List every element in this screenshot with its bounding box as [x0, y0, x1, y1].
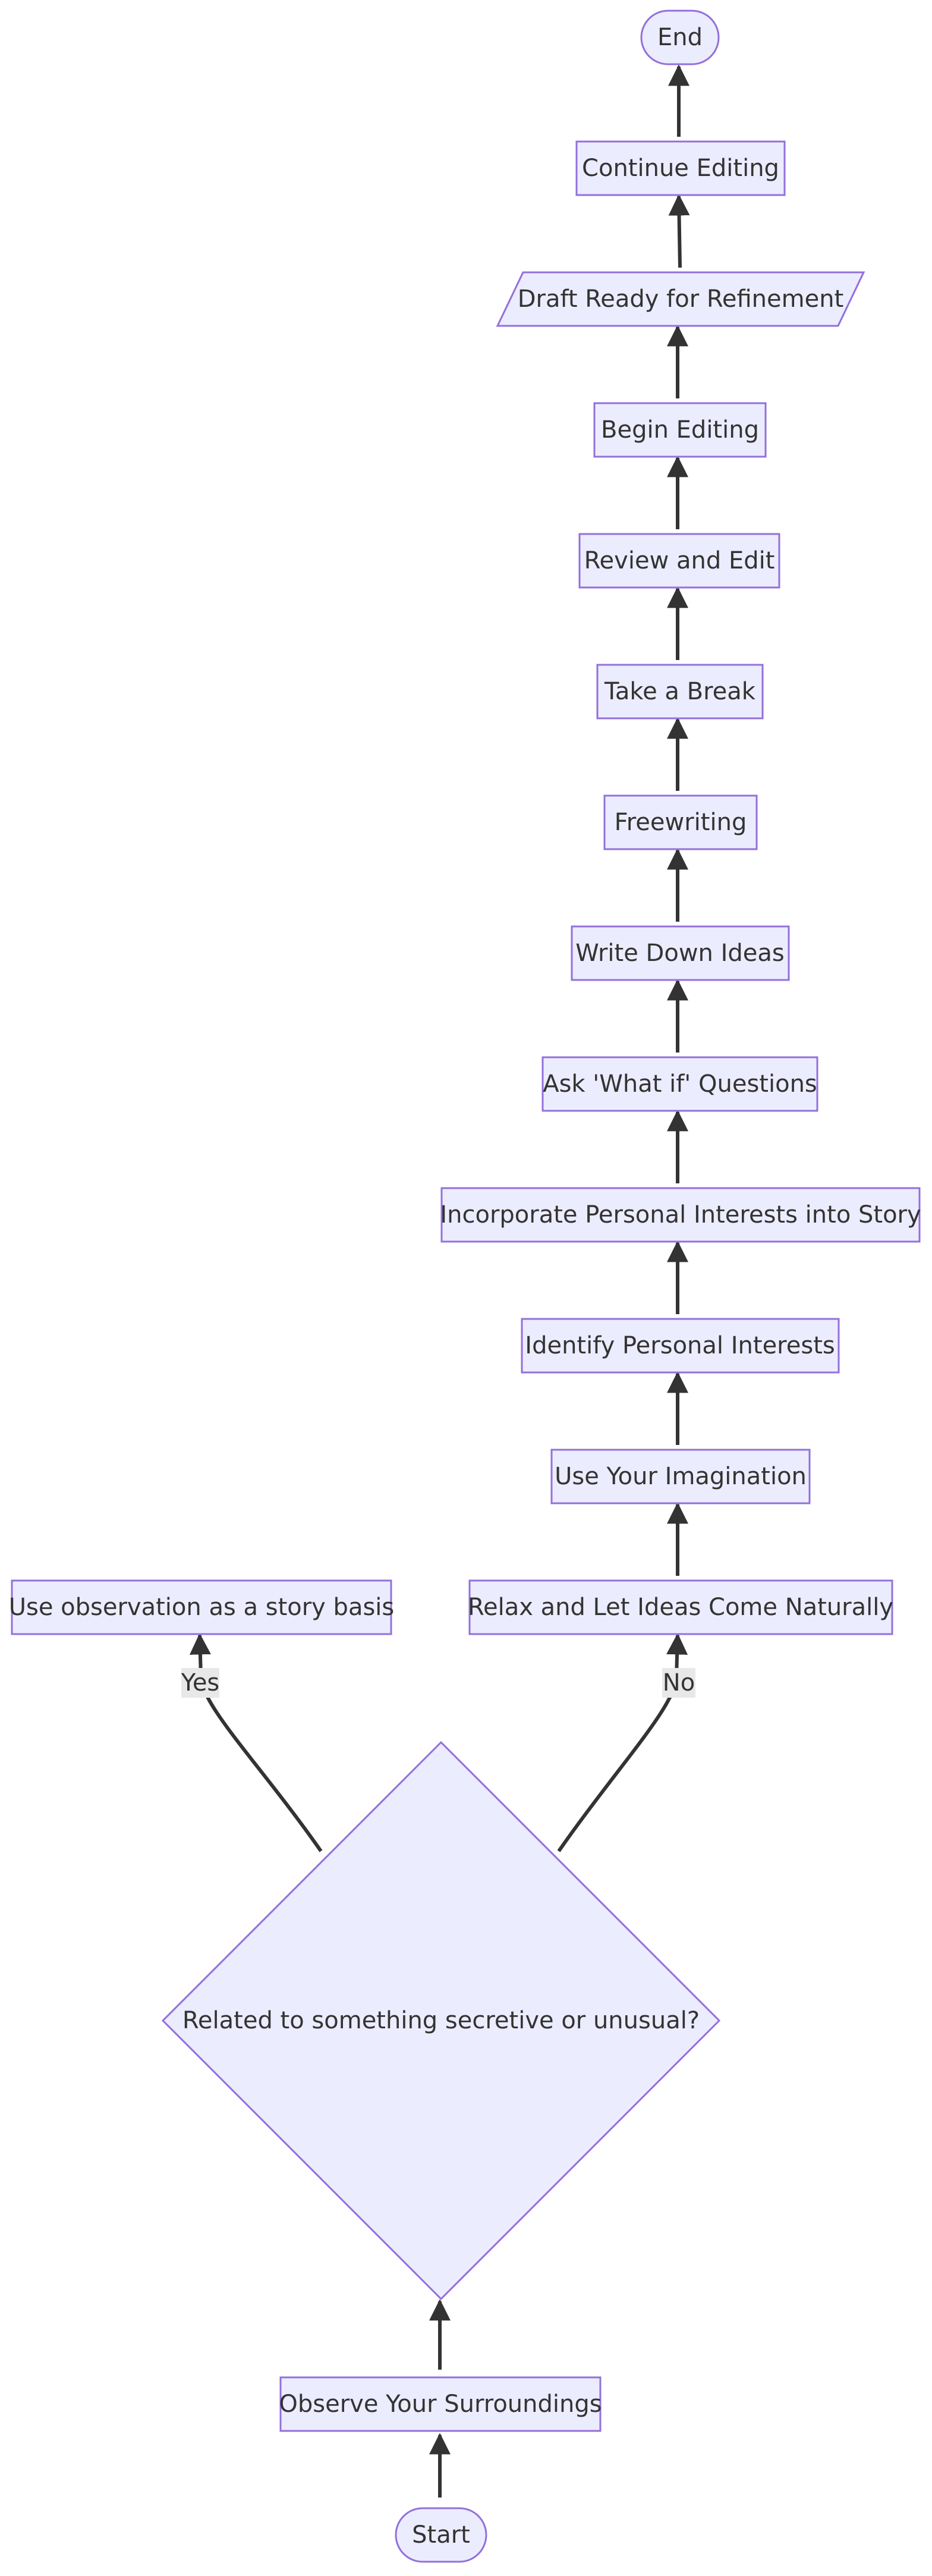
- edges: [189, 64, 690, 2498]
- node-identify: Identify Personal Interests: [521, 1318, 840, 1374]
- node-start: Start: [395, 2507, 487, 2563]
- node-decision: Related to something secretive or unusua…: [161, 1741, 721, 2301]
- node-begin-editing: Begin Editing: [593, 402, 767, 458]
- node-draft-ready: Draft Ready for Refinement: [496, 271, 865, 327]
- svg-text:Incorporate Personal Interests: Incorporate Personal Interests into Stor…: [440, 1201, 921, 1229]
- node-review-edit: Review and Edit: [578, 533, 780, 589]
- node-continue-editing: Continue Editing: [575, 140, 786, 196]
- svg-text:End: End: [657, 24, 703, 51]
- node-use-observation: Use observation as a story basis: [9, 1579, 395, 1635]
- svg-text:Continue Editing: Continue Editing: [582, 155, 779, 182]
- node-freewriting: Freewriting: [603, 794, 758, 850]
- node-end: End: [640, 10, 720, 65]
- edge-decision-no: [557, 1633, 688, 1852]
- node-relax: Relax and Let Ideas Come Naturally: [468, 1579, 893, 1635]
- edge-label-yes: Yes: [181, 1668, 220, 1698]
- svg-text:Begin Editing: Begin Editing: [601, 416, 759, 444]
- svg-text:Ask 'What if' Questions: Ask 'What if' Questions: [543, 1070, 817, 1098]
- svg-text:Take a Break: Take a Break: [604, 678, 756, 705]
- edge-draft-continue: [668, 194, 690, 268]
- svg-text:Start: Start: [412, 2521, 470, 2549]
- svg-text:Draft Ready for Refinement: Draft Ready for Refinement: [518, 285, 844, 313]
- svg-text:Yes: Yes: [181, 1669, 220, 1697]
- node-imagination: Use Your Imagination: [550, 1449, 811, 1504]
- svg-text:Observe Your Surroundings: Observe Your Surroundings: [279, 2390, 602, 2418]
- svg-text:No: No: [663, 1669, 695, 1697]
- edge-decision-yes: [189, 1633, 323, 1852]
- svg-text:Relax and Let Ideas Come Natur: Relax and Let Ideas Come Naturally: [468, 1594, 893, 1621]
- node-observe: Observe Your Surroundings: [279, 2376, 602, 2432]
- svg-text:Write Down Ideas: Write Down Ideas: [575, 940, 785, 967]
- svg-text:Use observation as a story bas: Use observation as a story basis: [9, 1594, 395, 1621]
- node-write-ideas: Write Down Ideas: [571, 925, 790, 981]
- edge-label-no: No: [662, 1668, 695, 1698]
- svg-text:Review and Edit: Review and Edit: [584, 547, 775, 574]
- node-ask-what-if: Ask 'What if' Questions: [541, 1056, 818, 1112]
- svg-text:Freewriting: Freewriting: [615, 809, 747, 836]
- node-take-break: Take a Break: [596, 664, 764, 720]
- svg-text:Identify Personal Interests: Identify Personal Interests: [525, 1332, 835, 1359]
- svg-text:Related to something secretive: Related to something secretive or unusua…: [182, 2007, 700, 2034]
- node-incorporate: Incorporate Personal Interests into Stor…: [440, 1187, 921, 1243]
- svg-text:Use Your Imagination: Use Your Imagination: [555, 1463, 807, 1490]
